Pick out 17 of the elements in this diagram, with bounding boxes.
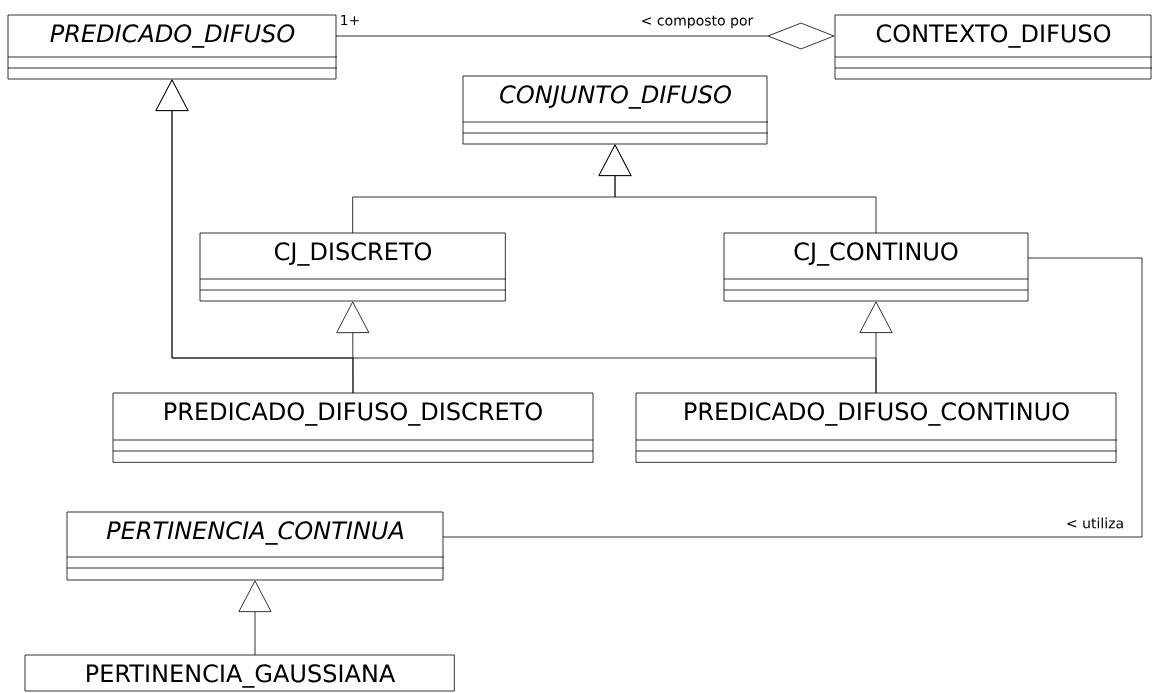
class-box: CONJUNTO_DIFUSO bbox=[462, 75, 769, 145]
edge-label: < composto por bbox=[639, 14, 755, 30]
connector bbox=[155, 79, 877, 394]
class-box: CJ_DISCRETO bbox=[199, 232, 507, 302]
multiplicity-label: 1+ bbox=[341, 14, 359, 26]
connector bbox=[238, 580, 272, 656]
class-box: PERTINENCIA_GAUSSIANA bbox=[24, 654, 455, 692]
class-box: PREDICADO_DIFUSO bbox=[7, 14, 338, 80]
class-box: CJ_CONTINUO bbox=[723, 232, 1029, 302]
class-box: PREDICADO_DIFUSO_DISCRETO bbox=[112, 392, 594, 463]
connector bbox=[335, 22, 835, 50]
connector bbox=[442, 257, 1143, 538]
connector bbox=[598, 144, 877, 234]
class-box: PREDICADO_DIFUSO_CONTINUO bbox=[635, 392, 1118, 463]
class-box: PERTINENCIA_CONTINUA bbox=[66, 511, 445, 581]
class-box: CONTEXTO_DIFUSO bbox=[834, 14, 1153, 80]
edge-label: < utiliza bbox=[1064, 516, 1126, 530]
